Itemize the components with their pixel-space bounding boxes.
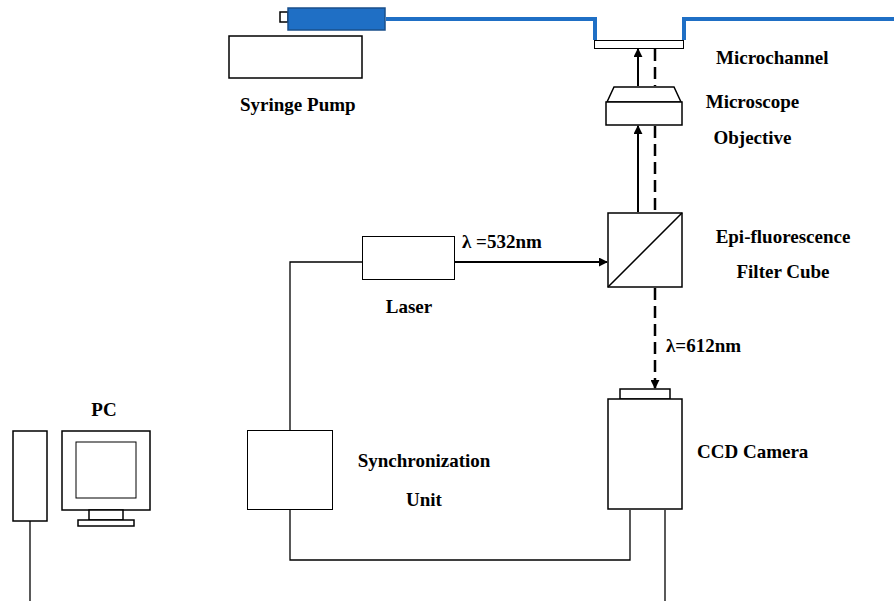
laser-box xyxy=(362,236,455,280)
node-label: CCD Camera xyxy=(697,440,857,464)
microscope-objective xyxy=(605,86,683,126)
node-label: PC xyxy=(80,398,128,422)
pc-computer xyxy=(12,430,152,528)
syringe-pump xyxy=(228,6,386,80)
node-label: Laser xyxy=(374,295,444,319)
beam-connector xyxy=(654,288,657,388)
node-label: Syringe Pump xyxy=(240,93,405,117)
beam-connector xyxy=(637,49,639,86)
wavelength-label: λ=612nm xyxy=(664,335,743,357)
beam-connector xyxy=(654,49,657,86)
beam-connector xyxy=(654,126,657,212)
beam-connector xyxy=(386,19,595,40)
apparatus-node: Epi-fluorescence Filter Cube xyxy=(607,212,872,289)
node-label: Microscope Objective xyxy=(690,84,815,156)
wavelength-label: λ =532nm xyxy=(460,231,544,253)
beam-connector xyxy=(290,510,630,560)
apparatus-node: Microscope Objective xyxy=(605,84,815,156)
beam-connector xyxy=(637,126,639,212)
apparatus-node: Synchronization Unit xyxy=(247,430,508,519)
ccd-camera xyxy=(607,388,683,510)
node-label: Epi-fluorescence Filter Cube xyxy=(694,219,872,289)
apparatus-node: Microchannel xyxy=(594,40,886,70)
sync-unit-box xyxy=(247,430,333,510)
apparatus-node: Laser xyxy=(362,236,455,319)
apparatus-node: CCD Camera xyxy=(607,388,857,510)
filter-cube xyxy=(607,212,683,288)
beam-connector xyxy=(455,261,607,263)
apparatus-node: PC xyxy=(12,398,152,528)
pc-cable xyxy=(29,521,30,601)
outlet-tube xyxy=(684,19,894,40)
apparatus-node: Syringe Pump xyxy=(228,6,405,117)
node-label: Microchannel xyxy=(716,46,886,70)
camera-cable xyxy=(664,510,665,601)
microchannel-plate xyxy=(594,40,684,49)
beam-connector xyxy=(290,262,362,430)
node-label: Synchronization Unit xyxy=(340,441,508,519)
